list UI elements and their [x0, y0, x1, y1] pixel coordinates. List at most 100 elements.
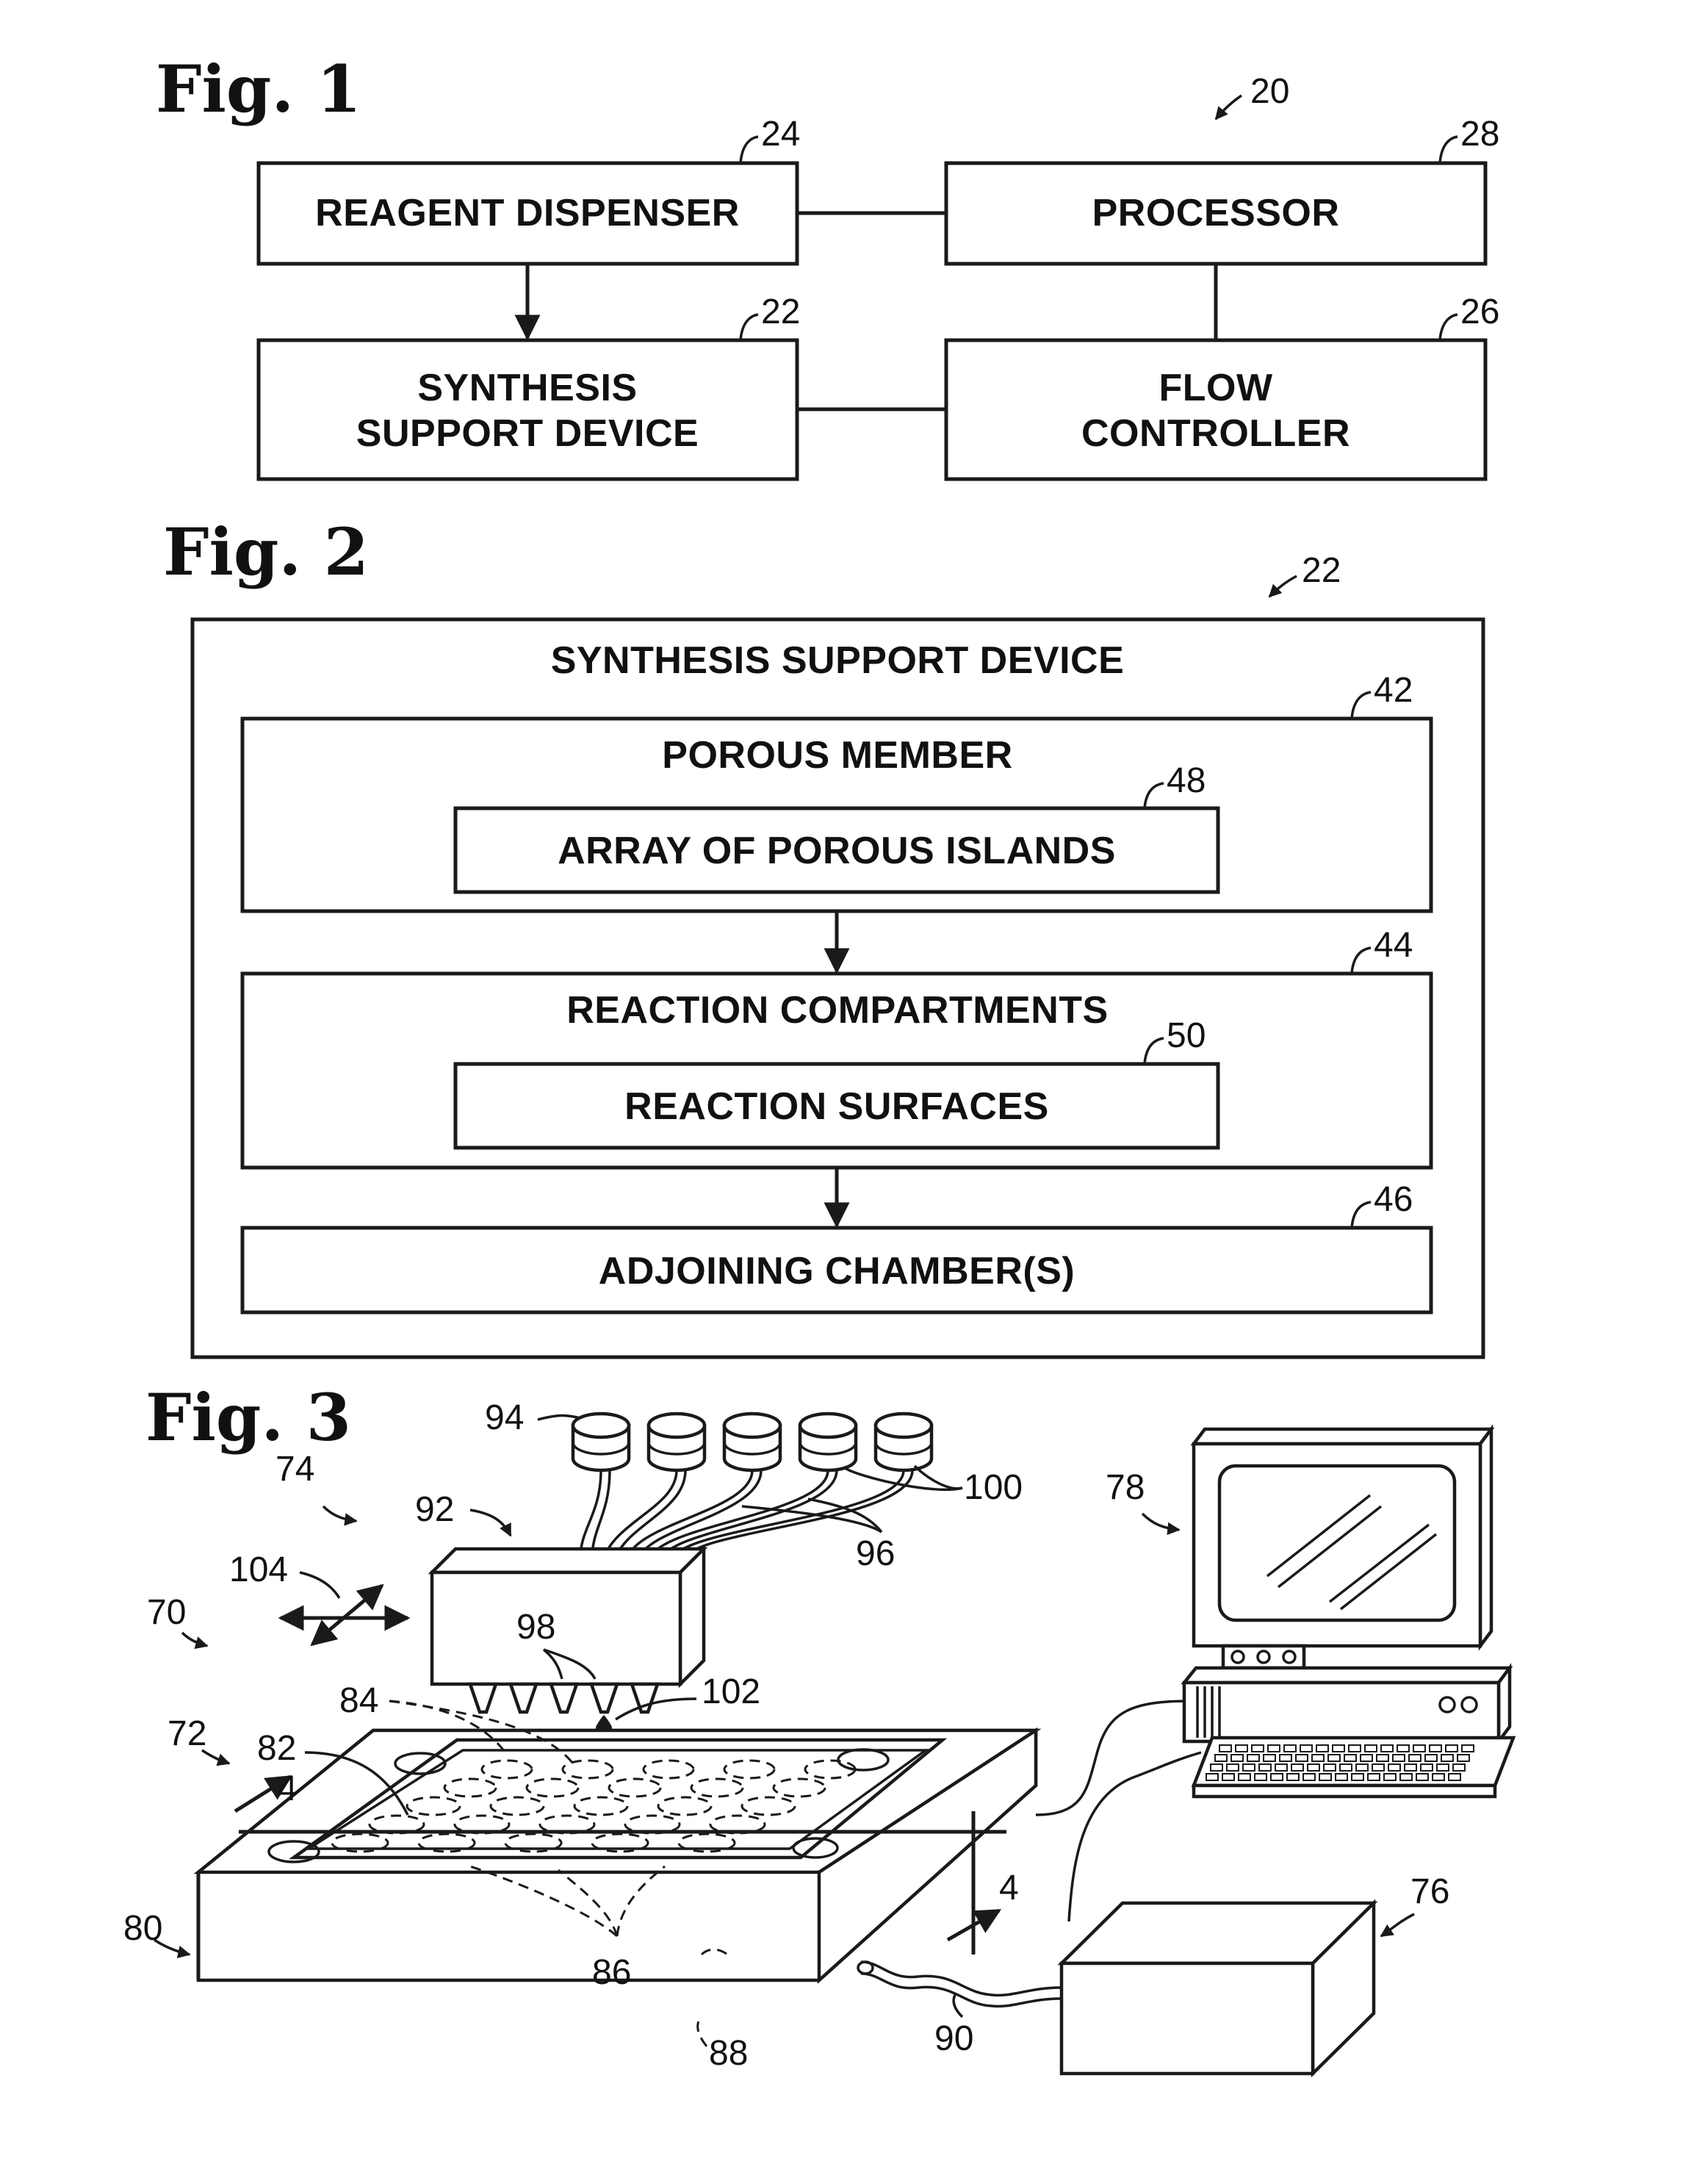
leader-90 — [954, 1995, 962, 2017]
ref-88: 88 — [709, 2034, 748, 2073]
keyboard-key — [1264, 1755, 1275, 1761]
ref-28: 28 — [1460, 115, 1499, 154]
leader-22 — [741, 314, 758, 340]
keyboard-key — [1211, 1764, 1222, 1771]
keyboard-key — [1303, 1774, 1315, 1780]
keyboard-key — [1239, 1774, 1250, 1780]
ref-50: 50 — [1167, 1016, 1206, 1055]
keyboard-key — [1446, 1745, 1457, 1752]
synthesis-support-box — [259, 340, 797, 479]
leader-100a — [915, 1466, 962, 1489]
leader-26 — [1440, 314, 1457, 340]
keyboard-key — [1268, 1745, 1280, 1752]
reaction-surfaces-label: REACTION SURFACES — [624, 1085, 1049, 1128]
motion-arrows — [281, 1586, 408, 1644]
keyboard-key — [1384, 1774, 1396, 1780]
keyboard-key — [1319, 1774, 1331, 1780]
keyboard-key — [1291, 1764, 1303, 1771]
keyboard-key — [1336, 1774, 1347, 1780]
keyboard-key — [1400, 1774, 1412, 1780]
keyboard-key — [1425, 1755, 1437, 1761]
keyboard-key — [1340, 1764, 1352, 1771]
keyboard-key — [1457, 1755, 1469, 1761]
keyboard-key — [1259, 1764, 1271, 1771]
keyboard-key — [1206, 1774, 1218, 1780]
leader-70 — [182, 1633, 207, 1646]
leader-88b — [698, 2017, 707, 2046]
keyboard-key — [1441, 1755, 1453, 1761]
ref-96: 96 — [856, 1534, 895, 1573]
figure-2: Fig. 2 22 SYNTHESIS SUPPORT DEVICE POROU… — [163, 514, 1483, 1357]
keyboard-key — [1388, 1764, 1400, 1771]
keyboard-key — [1430, 1745, 1441, 1752]
ref-20: 20 — [1250, 72, 1289, 111]
reservoir — [573, 1414, 629, 1470]
leader-22b — [1269, 576, 1297, 597]
keyboard-key — [1300, 1745, 1312, 1752]
keyboard-key — [1312, 1755, 1324, 1761]
leader-92 — [470, 1510, 511, 1536]
section-label-right: 4 — [999, 1869, 1019, 1907]
leader-104 — [300, 1572, 339, 1598]
keyboard-key — [1397, 1745, 1409, 1752]
ref-22b: 22 — [1302, 551, 1341, 590]
keyboard-key — [1287, 1774, 1299, 1780]
keyboard-key — [1453, 1764, 1465, 1771]
ref-104: 104 — [229, 1550, 288, 1589]
keyboard-key — [1349, 1745, 1361, 1752]
computer — [1184, 1429, 1513, 1797]
keyboard-key — [1352, 1774, 1363, 1780]
leader-28 — [1440, 137, 1457, 163]
cable-90-a — [861, 1962, 1062, 1995]
adjoining-chambers-label: ADJOINING CHAMBER(S) — [599, 1250, 1075, 1292]
ref-78: 78 — [1106, 1468, 1145, 1507]
keyboard-key — [1219, 1745, 1231, 1752]
figure-3: Fig. 3 — [123, 1379, 1513, 2074]
ref-100: 100 — [964, 1468, 1023, 1507]
ref-48: 48 — [1167, 761, 1206, 800]
keyboard-key — [1222, 1774, 1234, 1780]
keyboard-key — [1284, 1745, 1296, 1752]
keyboard-key — [1421, 1764, 1433, 1771]
ref-86: 86 — [592, 1953, 631, 1992]
keyboard-key — [1344, 1755, 1356, 1761]
outer-label: SYNTHESIS SUPPORT DEVICE — [551, 639, 1125, 682]
leader-102 — [616, 1699, 696, 1719]
ref-72: 72 — [167, 1714, 206, 1753]
keyboard-key — [1393, 1755, 1405, 1761]
reservoir — [800, 1414, 856, 1470]
keyboard-key — [1271, 1774, 1283, 1780]
keyboard-key — [1433, 1774, 1444, 1780]
keyboard-key — [1328, 1755, 1340, 1761]
reservoir — [724, 1414, 780, 1470]
leader-24 — [741, 137, 758, 163]
ref-24: 24 — [761, 115, 800, 154]
keyboard-key — [1227, 1764, 1239, 1771]
port — [858, 1962, 873, 1974]
synthesis-support-line2: SUPPORT DEVICE — [356, 412, 699, 455]
keyboard-key — [1252, 1745, 1264, 1752]
fig2-title: Fig. 2 — [163, 514, 369, 590]
keyboard-key — [1361, 1755, 1372, 1761]
reagent-dispenser-label: REAGENT DISPENSER — [315, 192, 740, 234]
keyboard-key — [1215, 1755, 1227, 1761]
ref-80: 80 — [123, 1909, 162, 1948]
keyboard-key — [1368, 1774, 1380, 1780]
section-label-left: 4 — [278, 1769, 298, 1808]
ref-92: 92 — [415, 1490, 454, 1529]
ref-42: 42 — [1374, 671, 1413, 710]
ref-74: 74 — [275, 1450, 314, 1489]
ref-98: 98 — [516, 1608, 555, 1647]
leader-74 — [323, 1506, 356, 1521]
processor-label: PROCESSOR — [1092, 192, 1340, 234]
ref-84: 84 — [339, 1681, 378, 1720]
keyboard-key — [1437, 1764, 1449, 1771]
keyboard-key — [1324, 1764, 1336, 1771]
keyboard-key — [1356, 1764, 1368, 1771]
reservoir — [649, 1414, 705, 1470]
porous-member-label: POROUS MEMBER — [662, 734, 1012, 777]
ref-102: 102 — [702, 1672, 760, 1711]
ref-82: 82 — [257, 1729, 296, 1768]
leader-20 — [1216, 96, 1242, 119]
ref-26: 26 — [1460, 292, 1499, 331]
